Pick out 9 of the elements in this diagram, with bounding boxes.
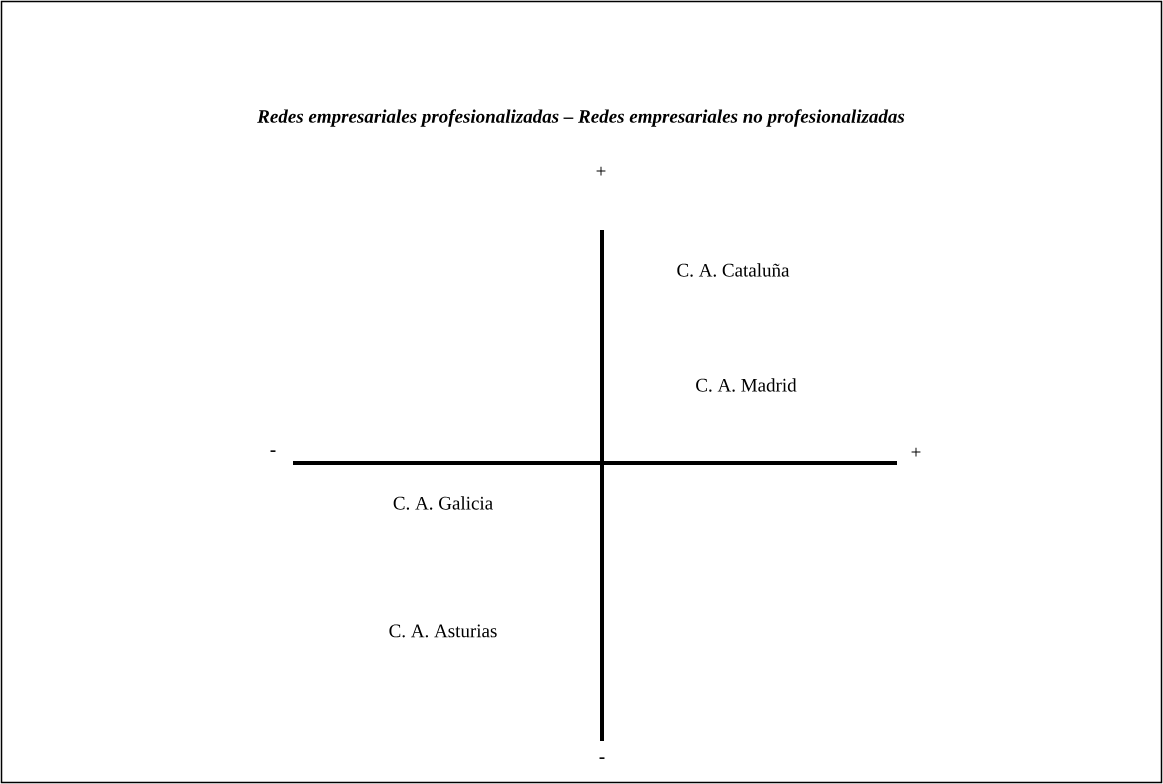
title: Redes empresariales profesionalizadas – Redes empresariales no profesionalizadas xyxy=(257,109,905,127)
axis-end-sign: + xyxy=(911,447,921,457)
region-label: C. A. Asturias xyxy=(389,624,497,638)
region-label: C. A. Cataluña xyxy=(677,263,790,277)
axis-end-sign: - xyxy=(599,757,605,759)
axis-end-sign: + xyxy=(596,166,606,176)
axis-end-sign: - xyxy=(270,450,276,452)
region-label: C. A. Galicia xyxy=(393,496,493,510)
region-label: C. A. Madrid xyxy=(696,378,797,392)
